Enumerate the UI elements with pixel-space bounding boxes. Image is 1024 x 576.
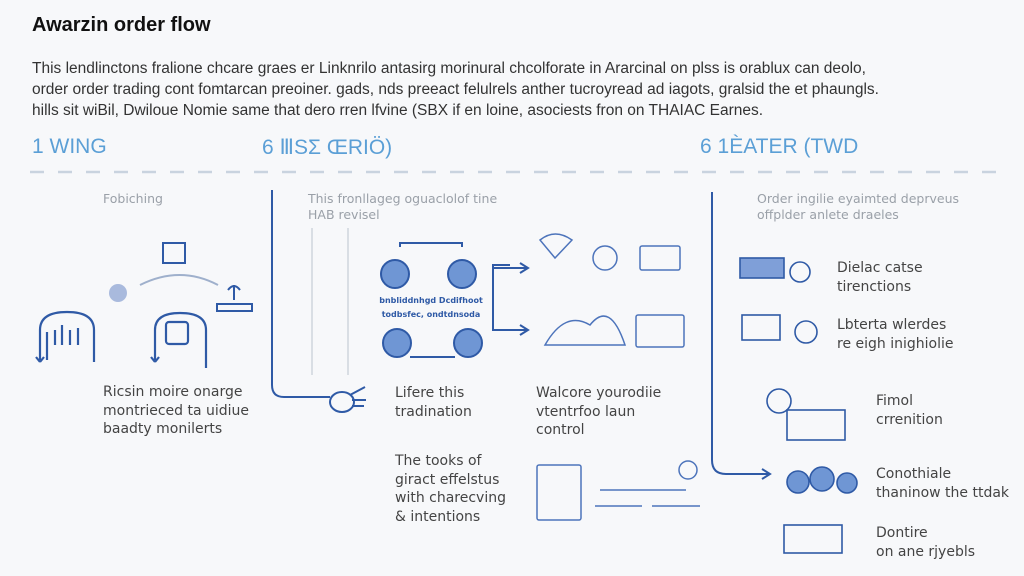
- chart-cycle-icon: [35, 310, 96, 363]
- crate-icon: [783, 524, 843, 554]
- tray-icon: [786, 409, 846, 441]
- bracket-connector: [492, 264, 528, 331]
- section-subtitle: This fronllageg oguaclolof tine: [308, 191, 498, 206]
- thumbs-up-icon: [329, 386, 366, 413]
- section-heading-1: 1 WING: [32, 135, 107, 158]
- node-label: todbsfec, ondtdnsoda: [381, 310, 481, 319]
- node-circles: [380, 259, 483, 358]
- item-text: Lbterta wlerdes: [837, 317, 947, 333]
- screen-icon: [635, 314, 685, 348]
- section-heading-2: 6 ⅢSΣ ŒRIÖ): [262, 136, 393, 159]
- coin-icon: [786, 470, 810, 494]
- arrow-icon: [761, 468, 772, 480]
- item-text: thaninow the ttdak: [876, 484, 1010, 501]
- section-subtitle: Fobiching: [103, 191, 163, 206]
- step-text: control: [536, 422, 585, 438]
- document-icon: [536, 464, 582, 521]
- arrow-icon: [519, 262, 530, 336]
- map-icon: [543, 315, 627, 346]
- terminal-icon: [162, 242, 186, 264]
- gear-icon: [592, 245, 618, 271]
- drone-icon: [109, 284, 127, 302]
- step-text: giract effelstus: [395, 471, 500, 488]
- intro-line: hills sit wiBil, Dwiloue Nomie same that…: [32, 102, 764, 119]
- item-text: re eigh inighiolie: [837, 335, 954, 352]
- laptop-icon: [741, 314, 781, 341]
- item-text: Dontire: [876, 525, 928, 541]
- compass-icon: [794, 320, 818, 344]
- item-text: Dielac catse: [837, 260, 923, 276]
- item-text: Conothiale: [876, 466, 952, 482]
- clock-icon: [766, 388, 792, 414]
- item-text: on ane rjyebls: [876, 543, 976, 560]
- step-text: The tooks of: [395, 453, 482, 469]
- step-text: vtentrfoo laun: [536, 403, 636, 420]
- globe-icon: [789, 261, 811, 283]
- step-text: & intentions: [395, 508, 481, 525]
- intro-line: This lendlinctons fralione chcare graes …: [32, 60, 866, 77]
- exchange-arrow-icon: [139, 274, 219, 286]
- item-text: tirenctions: [837, 278, 912, 295]
- section-subtitle: offplder anlete draeles: [757, 207, 899, 222]
- pin-icon: [678, 460, 698, 480]
- page-title: Awarzin order flow: [32, 14, 211, 36]
- card-icon: [739, 257, 785, 279]
- document-cycle-icon: [150, 311, 208, 368]
- step-text: tradination: [395, 403, 472, 420]
- location-icon: [538, 233, 574, 260]
- intro-line: order order trading cont fomtarcan preoi…: [32, 81, 879, 98]
- node-label: bnbliddnhgd Dcdifhoot: [379, 296, 483, 305]
- upload-icon: [216, 285, 253, 312]
- section-heading-3: 6 1ÈATER (TWD: [700, 135, 859, 158]
- connector-line: [271, 190, 330, 398]
- item-text: Fimol: [876, 393, 914, 409]
- step-text: Walcore yourodiie: [536, 385, 662, 401]
- item-text: crrenition: [876, 411, 943, 428]
- connector-line: [711, 192, 768, 475]
- step-text: with charecving: [395, 490, 506, 506]
- section-subtitle: Order ingilie eyaimted deprveus: [757, 191, 960, 206]
- section-subtitle: HAB revisel: [308, 207, 380, 222]
- card-icon: [639, 245, 681, 271]
- step-text: Lifere this: [395, 385, 465, 401]
